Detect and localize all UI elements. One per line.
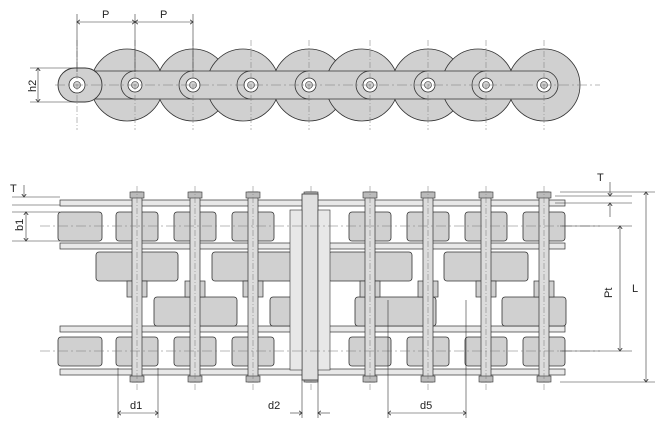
d2-label: d2 bbox=[268, 400, 280, 412]
plan-end-roller bbox=[57, 211, 103, 242]
plan-connecting-plate bbox=[289, 209, 303, 371]
l-label: L bbox=[632, 283, 638, 295]
b1-label: b1 bbox=[14, 219, 26, 231]
d5-label: d5 bbox=[420, 400, 432, 412]
plan-connecting-pin bbox=[301, 193, 319, 381]
plan-mid-roller-b bbox=[501, 296, 567, 327]
plan-connecting-plate bbox=[317, 209, 331, 371]
plan-view: T b1 T Pt L d1 d2 d5 bbox=[10, 172, 655, 418]
d1-label: d1 bbox=[130, 400, 142, 412]
pitch-label-left: P bbox=[102, 9, 109, 21]
h2-label: h2 bbox=[27, 80, 39, 92]
plan-end-roller bbox=[57, 336, 103, 367]
t-right-label: T bbox=[597, 172, 604, 184]
pt-label: Pt bbox=[603, 288, 615, 298]
side-view: P P h2 bbox=[27, 9, 600, 130]
plan-parts bbox=[57, 186, 567, 390]
pitch-label-right: P bbox=[160, 9, 167, 21]
t-left-label: T bbox=[10, 183, 17, 195]
